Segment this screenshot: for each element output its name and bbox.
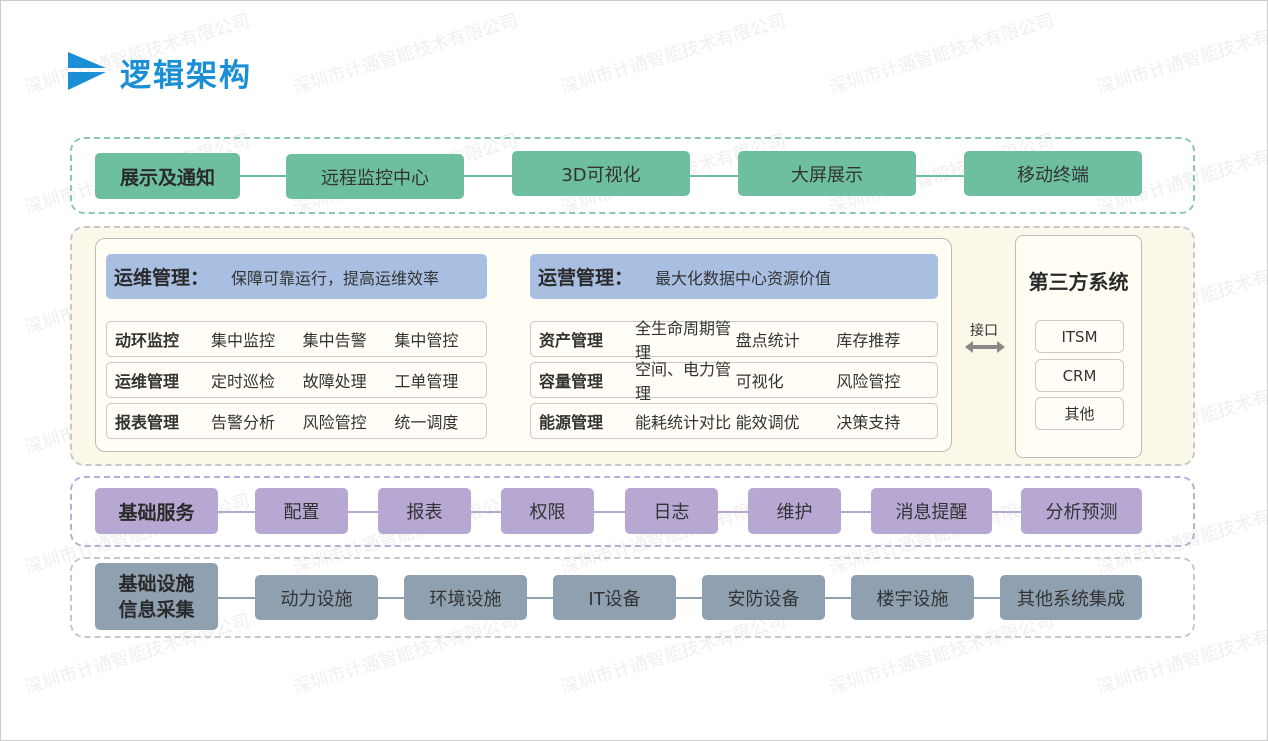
row-item: 风险管控 bbox=[836, 372, 901, 391]
display-item: 3D可视化 bbox=[512, 151, 690, 196]
row-name: 报表管理 bbox=[115, 413, 180, 432]
row-item: 决策支持 bbox=[836, 413, 901, 432]
ops-subtitle: 保障可靠运行，提高运维效率 bbox=[231, 268, 440, 288]
row-name: 能源管理 bbox=[539, 413, 604, 432]
service-item: 报表 bbox=[378, 488, 471, 534]
infrastructure-item: 动力设施 bbox=[255, 575, 378, 620]
services-layer bbox=[70, 476, 1195, 547]
infrastructure-item: 安防设备 bbox=[702, 575, 825, 620]
row-item: 故障处理 bbox=[302, 372, 367, 391]
infrastructure-label: 基础设施 信息采集 bbox=[95, 563, 218, 630]
row-name: 资产管理 bbox=[539, 331, 604, 350]
service-item: 日志 bbox=[625, 488, 718, 534]
service-item: 维护 bbox=[748, 488, 841, 534]
ops-row: 动环监控 集中监控 集中告警 集中管控 bbox=[106, 321, 487, 357]
row-item: 全生命周期管理 bbox=[635, 319, 732, 362]
connector-line bbox=[240, 175, 1140, 177]
row-item: 能效调优 bbox=[735, 413, 800, 432]
biz-header: 运营管理： 最大化数据中心资源价值 bbox=[530, 254, 938, 299]
logo-arrow-icon bbox=[68, 52, 106, 90]
biz-subtitle: 最大化数据中心资源价值 bbox=[655, 268, 832, 288]
row-item: 风险管控 bbox=[302, 413, 367, 432]
biz-title: 运营管理： bbox=[538, 267, 634, 289]
display-item: 移动终端 bbox=[964, 151, 1142, 196]
display-layer bbox=[70, 137, 1195, 214]
row-item: 集中监控 bbox=[211, 331, 276, 350]
ops-title: 运维管理： bbox=[114, 267, 210, 289]
row-item: 告警分析 bbox=[211, 413, 276, 432]
row-item: 集中管控 bbox=[394, 331, 459, 350]
infrastructure-item: 其他系统集成 bbox=[1000, 575, 1142, 620]
service-item: 分析预测 bbox=[1021, 488, 1142, 534]
biz-row: 容量管理 空间、电力管理可视化 风险管控 bbox=[530, 360, 938, 403]
third-party-item: 其他 bbox=[1035, 397, 1124, 430]
display-label: 展示及通知 bbox=[95, 153, 240, 199]
row-name: 动环监控 bbox=[115, 331, 180, 350]
infrastructure-item: 环境设施 bbox=[404, 575, 527, 620]
ops-row: 运维管理 定时巡检 故障处理 工单管理 bbox=[106, 362, 487, 398]
biz-row: 能源管理 能耗统计对比能效调优 决策支持 bbox=[530, 403, 938, 439]
service-item: 权限 bbox=[501, 488, 594, 534]
infrastructure-layer bbox=[70, 557, 1195, 638]
interface-label: 接口 bbox=[970, 323, 998, 339]
ops-header: 运维管理： 保障可靠运行，提高运维效率 bbox=[106, 254, 487, 299]
services-label: 基础服务 bbox=[95, 488, 218, 534]
row-item: 统一调度 bbox=[394, 413, 459, 432]
row-name: 容量管理 bbox=[539, 372, 604, 391]
biz-row: 资产管理 全生命周期管理盘点统计 库存推荐 bbox=[530, 319, 938, 362]
double-arrow-icon bbox=[965, 341, 1005, 353]
service-item: 配置 bbox=[255, 488, 348, 534]
row-name: 运维管理 bbox=[115, 372, 180, 391]
row-item: 能耗统计对比 bbox=[635, 413, 732, 432]
infrastructure-item: 楼宇设施 bbox=[851, 575, 974, 620]
row-item: 库存推荐 bbox=[836, 331, 901, 350]
row-item: 盘点统计 bbox=[735, 331, 800, 350]
infrastructure-item: IT设备 bbox=[553, 575, 676, 620]
display-item: 大屏展示 bbox=[738, 151, 916, 196]
row-item: 集中告警 bbox=[302, 331, 367, 350]
third-party-item: CRM bbox=[1035, 359, 1124, 392]
connector-line bbox=[218, 597, 1142, 599]
service-item: 消息提醒 bbox=[871, 488, 992, 534]
row-item: 空间、电力管理 bbox=[635, 360, 732, 403]
third-party-item: ITSM bbox=[1035, 320, 1124, 353]
display-item: 远程监控中心 bbox=[286, 154, 464, 199]
page-title: 逻辑架构 bbox=[120, 58, 252, 94]
ops-row: 报表管理 告警分析 风险管控 统一调度 bbox=[106, 403, 487, 439]
row-item: 工单管理 bbox=[394, 372, 459, 391]
row-item: 定时巡检 bbox=[211, 372, 276, 391]
row-item: 可视化 bbox=[735, 372, 784, 391]
third-party-title: 第三方系统 bbox=[1028, 270, 1129, 294]
